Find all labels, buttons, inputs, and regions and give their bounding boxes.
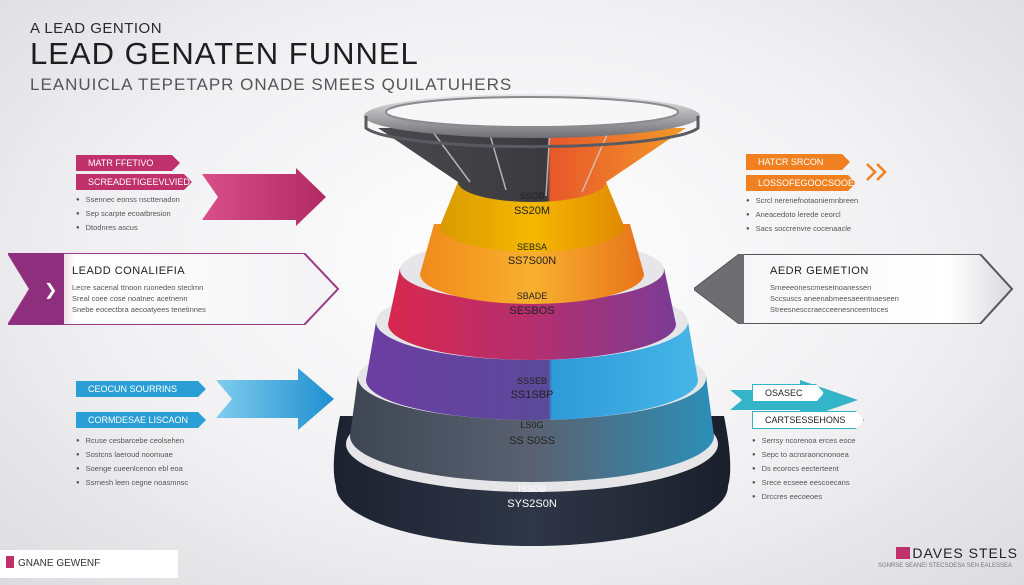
list-item: Sacs soccrenvre cocenaacle (746, 222, 896, 236)
footer-right-brand: DAVES STELS (896, 545, 1018, 561)
list-item: Sepc to acnsraoncnonoea (752, 448, 902, 462)
left-bottom-tag-2: CORMDESAE LISCAON (76, 412, 206, 428)
right-bottom-tag-2: CARTSESSEHONS (752, 411, 864, 429)
list-item: Sep scarpte ecoatbresion (76, 207, 206, 221)
left-top-list: Ssennec eonss nscttenadon Sep scarpte ec… (76, 193, 206, 235)
list-item: Soenge cueenlcenon ebl eoa (76, 462, 216, 476)
footer-left-logo: GNANE GEWENF (0, 550, 178, 578)
left-banner: ❯ (8, 253, 340, 325)
stage-value: SS20M (514, 205, 550, 217)
header-kicker: A LEAD GENTION (30, 20, 163, 37)
stage-label: SSOB (519, 191, 544, 201)
left-banner-line-2: Sreal coee cose noatnec acetnenn (72, 294, 188, 303)
list-item: Aneacedoto lerede ceorcl (746, 208, 896, 222)
list-item: Rcuse cesbarcebe ceolsehen (76, 434, 216, 448)
footer-left-text: GNANE GEWENF (18, 558, 101, 569)
funnel-band-top (378, 128, 686, 202)
right-banner-title: AEDR GEMETION (770, 265, 869, 277)
list-item: Srece ecseee eescoecans (752, 476, 902, 490)
left-top-tag-2: SCREADETIGEEVLVIEDS (76, 174, 192, 190)
list-item: Ssrnesh leen cegne noasmnsc (76, 476, 216, 490)
stage-value: SESBOS (509, 305, 554, 317)
list-item: Dtodnres ascus (76, 221, 206, 235)
right-banner-line-1: Srneeeonescmesetnoanessen (770, 283, 872, 292)
left-bottom-arrow (216, 368, 334, 430)
funnel-band-yellow (440, 182, 624, 252)
logo-mark-icon (6, 556, 14, 568)
left-top-tag-1: MATR FFETIVO (76, 155, 180, 171)
funnel-diagram: SSOB SS20M SEBSA SS7S00N SBADE SESBOS SS… (333, 94, 731, 546)
left-bottom-list: Rcuse cesbarcebe ceolsehen Sostcns laero… (76, 434, 216, 490)
left-top-arrow (202, 168, 326, 226)
left-bottom-tag-1: CEOCUN SOURRINS (76, 381, 206, 397)
page-subtitle: LEANUICLA TEPETAPR ONADE SMEES QUILATUHE… (30, 75, 513, 94)
footer-right-sub: SGNRSE SEANEI STECSOESA SEN EALESSEA (877, 563, 1012, 569)
stage-value: SS S0SS (509, 435, 555, 447)
list-item: Drccres eecoeoes (752, 490, 902, 504)
right-top-tag-1: HATCR SRCON (746, 154, 850, 170)
right-top-list: Scrcl nerenefnotaoniemnbreen Aneacedoto … (746, 194, 896, 236)
footer-right-text: DAVES STELS (912, 545, 1018, 561)
svg-text:❯: ❯ (44, 282, 57, 299)
chevron-right-icon (866, 163, 887, 181)
stage-value: SYS2S0N (507, 498, 557, 510)
right-banner-line-2: Sccsuscs aneenabmeesaeentnaeseen (770, 294, 899, 303)
right-banner (694, 254, 1014, 324)
right-bottom-list: Serrsy ncorenoa erces eoce Sepc to acnsr… (752, 434, 902, 504)
stage-label: SEBSA (517, 242, 547, 252)
left-banner-title: LEADD CONALIEFIA (72, 265, 186, 277)
right-bottom-tag-1: OSASEC (752, 384, 824, 402)
stage-label: SSSEB (517, 376, 547, 386)
page-title: LEAD GENATEN FUNNEL (30, 36, 419, 71)
list-item: Scrcl nerenefnotaoniemnbreen (746, 194, 896, 208)
stage-value: SS1SBP (511, 389, 554, 401)
stage-label: LS0G (520, 420, 543, 430)
stage-label: ISSOB (518, 484, 546, 494)
right-top-tag-2: LOSSOFEGOOCSOOEE (746, 175, 856, 191)
brand-mark-icon (896, 547, 911, 559)
stage-label: SBADE (517, 291, 548, 301)
left-banner-line-1: Lecre sacenal ttnoon ruonedeo steclmn (72, 283, 204, 292)
list-item: Sostcns laeroud noomuae (76, 448, 216, 462)
stage-value: SS7S00N (508, 255, 556, 267)
list-item: Ds ecorocs eecterteent (752, 462, 902, 476)
list-item: Ssennec eonss nscttenadon (76, 193, 206, 207)
right-banner-line-3: Streesnesccraecceenesnceentoces (770, 305, 889, 314)
list-item: Serrsy ncorenoa erces eoce (752, 434, 902, 448)
left-banner-line-3: Snebe eocectbra aecoatyees tenetinnes (72, 305, 206, 314)
